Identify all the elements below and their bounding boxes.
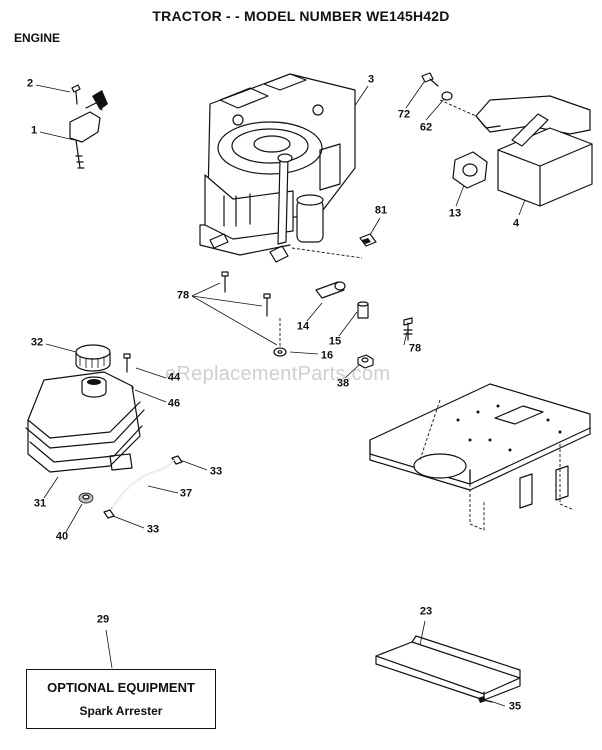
callout-14: 14 <box>296 320 310 333</box>
spacer-tube <box>315 281 346 299</box>
muffler <box>439 95 593 207</box>
screw-35 <box>478 696 493 703</box>
fuel-line-and-clamps <box>103 455 183 519</box>
nut-38 <box>357 354 374 369</box>
callout-62: 62 <box>419 121 433 134</box>
exhaust-bolt-and-washer <box>421 72 453 101</box>
spark-arrester-shield <box>375 635 521 701</box>
callout-15: 15 <box>328 335 342 348</box>
callout-33-lower: 33 <box>146 523 160 536</box>
engine-bolts <box>221 271 413 341</box>
callout-16: 16 <box>320 349 334 362</box>
engine-assembly <box>199 73 363 263</box>
callout-13: 13 <box>448 207 462 220</box>
fuel-cap <box>75 344 111 372</box>
sleeve <box>357 301 369 319</box>
callout-40: 40 <box>55 530 69 543</box>
callout-1: 1 <box>30 124 38 137</box>
callout-2: 2 <box>26 77 34 90</box>
callout-4: 4 <box>512 217 520 230</box>
callout-44: 44 <box>167 371 181 384</box>
callout-23: 23 <box>419 605 433 618</box>
optional-equipment-item: Spark Arrester <box>79 704 163 718</box>
callout-3: 3 <box>367 73 375 86</box>
throttle-control-bracket <box>69 84 108 169</box>
callout-32: 32 <box>30 336 44 349</box>
fuel-tank <box>25 371 145 473</box>
callout-78-left: 78 <box>176 289 190 302</box>
section-label: ENGINE <box>14 31 61 45</box>
callout-72: 72 <box>397 108 411 121</box>
callout-78-right: 78 <box>408 342 422 355</box>
diagram-title: TRACTOR - - MODEL NUMBER WE145H42D <box>152 8 450 24</box>
callout-46: 46 <box>167 397 181 410</box>
callout-33-upper: 33 <box>209 465 223 478</box>
callout-37: 37 <box>179 487 193 500</box>
tractor-frame <box>369 383 591 531</box>
callout-31: 31 <box>33 497 47 510</box>
callout-29: 29 <box>96 613 110 626</box>
grommet-40 <box>78 492 94 504</box>
callout-81: 81 <box>374 204 388 217</box>
optional-equipment-heading: OPTIONAL EQUIPMENT <box>47 680 195 695</box>
callout-38: 38 <box>336 377 350 390</box>
watermark: eReplacementParts.com <box>165 363 391 385</box>
leader-lines <box>35 81 529 707</box>
washer-16 <box>273 318 287 357</box>
muffler-gasket <box>452 151 488 189</box>
fitting-81 <box>359 233 377 247</box>
callout-35: 35 <box>508 700 522 713</box>
optional-equipment-box: OPTIONAL EQUIPMENT Spark Arrester <box>26 669 216 729</box>
